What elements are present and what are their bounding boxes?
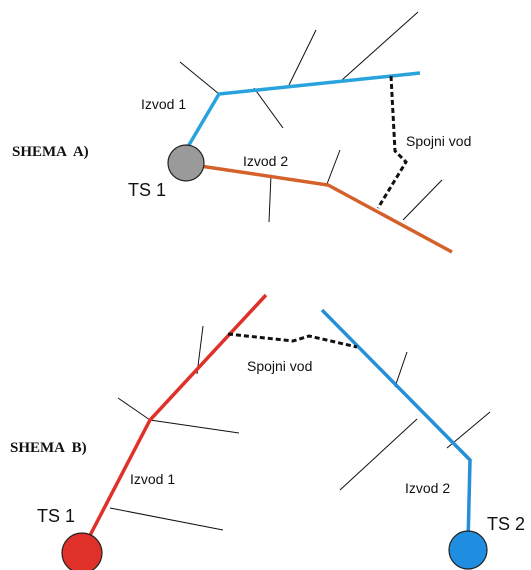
scheme-b-feeder-2-line — [320, 308, 472, 544]
scheme-a-title: SHEMA A) — [12, 144, 89, 160]
scheme-a-substation-node — [167, 144, 205, 182]
scheme-a-feeder-1-line — [184, 71, 421, 151]
scheme-b-feeder-2-label: Izvod 2 — [405, 480, 450, 496]
scheme-b-tie-line — [227, 332, 358, 349]
scheme-a-feeder-1-branch — [179, 61, 220, 95]
scheme-b: SHEMA B) TS 1 TS 2 Izvod 1 Izvod 2 Spojn… — [10, 293, 525, 570]
scheme-b-feeder-2-branch — [394, 351, 408, 388]
scheme-b-feeder-1-line — [83, 293, 268, 546]
scheme-b-substation-2-label: TS 2 — [487, 514, 525, 534]
scheme-a-feeder-2-label: Izvod 2 — [243, 153, 288, 169]
scheme-a-feeder-1-branch — [341, 11, 419, 81]
scheme-b-substation-2-node — [448, 530, 488, 570]
scheme-a-feeder-2-branch — [268, 174, 272, 223]
scheme-a-feeder-1-branch — [288, 29, 317, 86]
scheme-b-feeder-1-branch — [117, 397, 151, 421]
scheme-b-feeder-1-branch — [109, 507, 224, 531]
scheme-b-title: SHEMA B) — [10, 440, 87, 456]
scheme-a-tie-line-label: Spojni vod — [406, 133, 471, 149]
scheme-a-feeder-1-branch — [253, 87, 284, 129]
scheme-b-feeder-2-branch — [339, 418, 418, 491]
scheme-a-feeder-2-branch — [402, 179, 443, 221]
scheme-b-substation-1-label: TS 1 — [37, 506, 75, 526]
scheme-a-feeder-1-label: Izvod 1 — [141, 96, 186, 112]
scheme-b-feeder-1-label: Izvod 1 — [130, 471, 175, 487]
scheme-b-substation-1-node — [61, 532, 103, 570]
scheme-b-feeder-1-branch — [149, 419, 240, 434]
scheme-a-tie-line — [376, 75, 408, 209]
scheme-a: SHEMA A) TS 1 Izvod 1 Izvod 2 Spojni vod — [12, 11, 471, 254]
scheme-a-feeder-2-branch — [326, 149, 341, 185]
scheme-b-tie-line-label: Spojni vod — [247, 358, 312, 374]
scheme-a-substation-label: TS 1 — [128, 180, 166, 200]
scheme-a-feeder-2-line — [199, 164, 453, 254]
